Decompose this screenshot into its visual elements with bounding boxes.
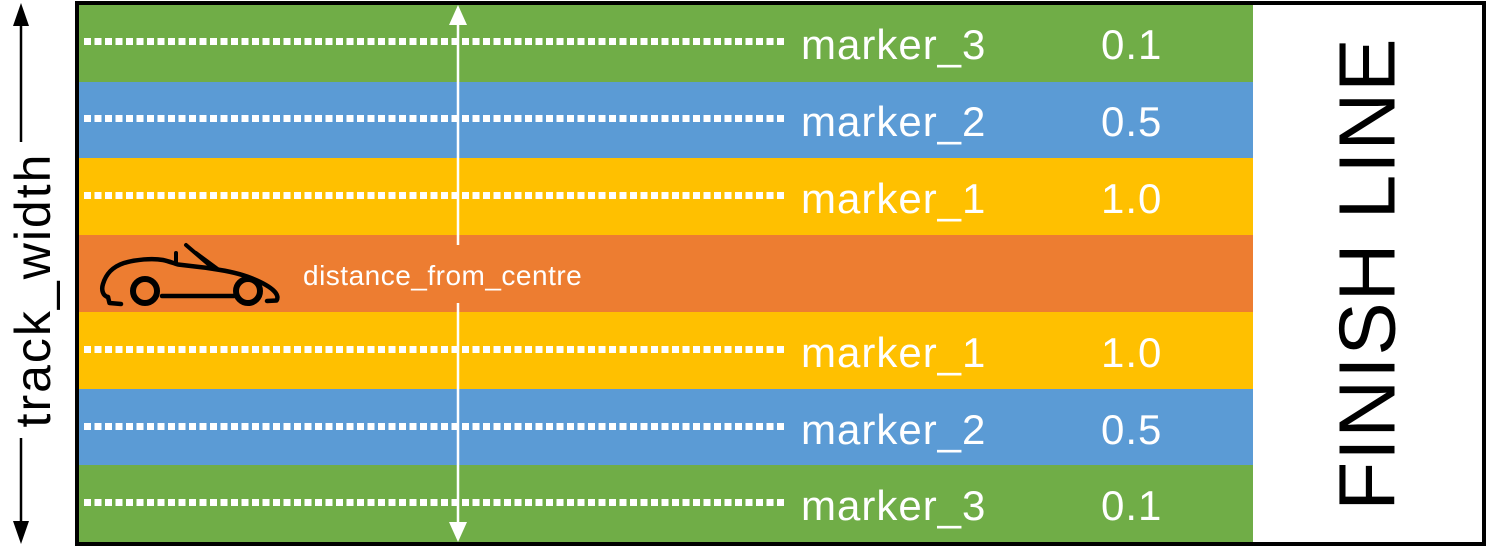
marker-row: marker_1 1.0 (0, 322, 1253, 378)
distance-from-centre-label: distance_from_centre (303, 260, 583, 291)
track-width-arrow-icon (13, 3, 29, 544)
marker-row: marker_3 0.1 (0, 475, 1253, 531)
marker-label: marker_2 (801, 406, 987, 453)
marker-dotted-line (84, 192, 787, 199)
marker-dotted-line (84, 38, 787, 45)
marker-label: marker_1 (801, 329, 987, 376)
marker-reward-value: 1.0 (1101, 175, 1163, 222)
marker-label: marker_3 (801, 21, 987, 68)
marker-label: marker_3 (801, 482, 987, 529)
car-icon (99, 243, 280, 307)
marker-row: marker_2 0.5 (0, 91, 1253, 147)
finish-area: FINISH LINE (1253, 5, 1482, 542)
marker-row: marker_3 0.1 (0, 14, 1253, 70)
distance-measure-arrow-icon (449, 5, 467, 542)
finish-line-label: FINISH LINE (1322, 36, 1412, 511)
track-box: FINISH LINE (75, 1, 1486, 546)
marker-reward-value: 1.0 (1101, 329, 1163, 376)
marker-dotted-line (84, 115, 787, 122)
marker-row: marker_1 1.0 (0, 168, 1253, 224)
marker-row: marker_2 0.5 (0, 399, 1253, 455)
marker-reward-value: 0.5 (1101, 98, 1163, 145)
marker-label: marker_1 (801, 175, 987, 222)
marker-dotted-line (84, 346, 787, 353)
marker-reward-value: 0.1 (1101, 21, 1163, 68)
marker-reward-value: 0.1 (1101, 482, 1163, 529)
marker-label: marker_2 (801, 98, 987, 145)
marker-reward-value: 0.5 (1101, 406, 1163, 453)
marker-dotted-line (84, 423, 787, 430)
marker-dotted-line (84, 499, 787, 506)
